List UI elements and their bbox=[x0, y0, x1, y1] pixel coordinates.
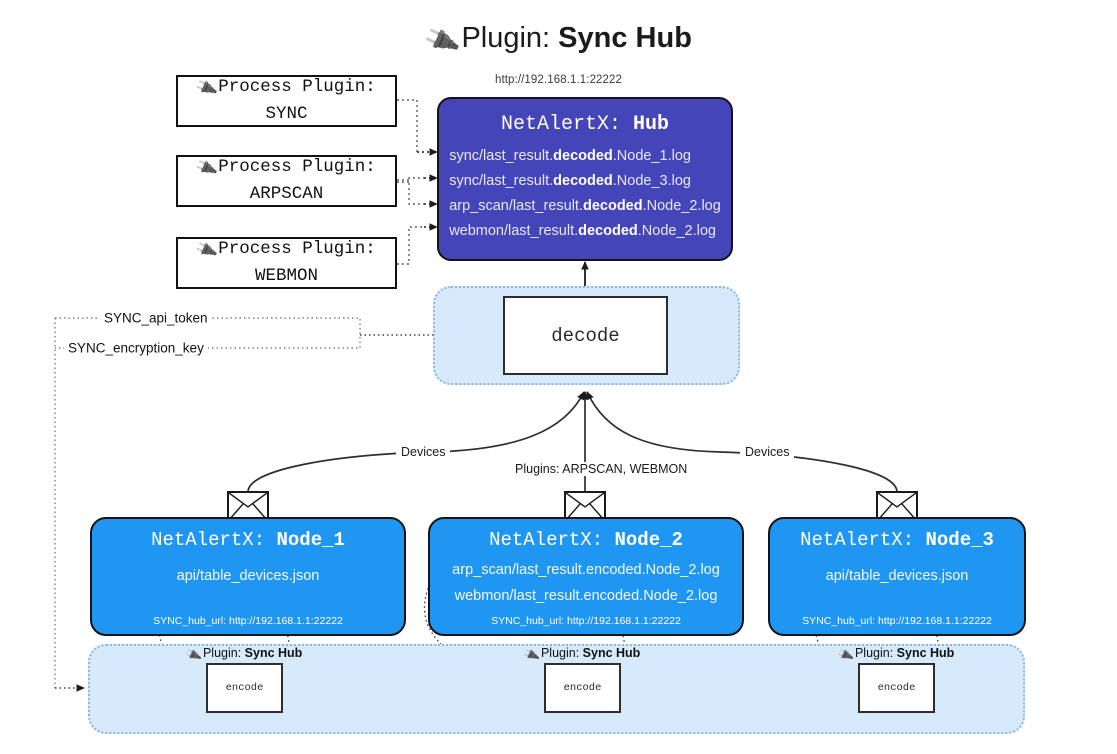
node-title: NetAlertX: Node_3 bbox=[800, 529, 994, 551]
node-line-list: arp_scan/last_result.encoded.Node_2.log … bbox=[452, 557, 720, 609]
process-plugin-box-sync[interactable]: 🔌Process Plugin: SYNC bbox=[176, 75, 397, 127]
node-footer: SYNC_hub_url: http://192.168.1.1:22222 bbox=[802, 615, 992, 627]
node-line-list: api/table_devices.json bbox=[826, 563, 969, 589]
hub-log-line: sync/last_result.decoded.Node_1.log bbox=[449, 148, 691, 164]
plug-icon: 🔌 bbox=[194, 239, 220, 263]
node-line: api/table_devices.json bbox=[176, 568, 320, 584]
plug-icon: 🔌 bbox=[420, 20, 462, 60]
node-box-2[interactable]: NetAlertX: Node_2 arp_scan/last_result.e… bbox=[428, 517, 744, 636]
process-plugin-box-webmon[interactable]: 🔌Process Plugin: WEBMON bbox=[176, 237, 397, 289]
node-footer: SYNC_hub_url: http://192.168.1.1:22222 bbox=[153, 615, 343, 627]
process-plugin-name: SYNC bbox=[265, 104, 308, 124]
encode-zone-label-1: 🔌Plugin: Sync Hub bbox=[184, 645, 303, 665]
encode-zone-label-2: 🔌Plugin: Sync Hub bbox=[522, 645, 641, 665]
node-line-list: api/table_devices.json bbox=[177, 563, 320, 589]
plug-icon: 🔌 bbox=[184, 645, 203, 665]
hub-url-label: http://192.168.1.1:22222 bbox=[494, 74, 623, 86]
plug-icon: 🔌 bbox=[836, 645, 855, 665]
envelope-icon bbox=[564, 491, 606, 522]
node-title: NetAlertX: Node_2 bbox=[489, 529, 683, 551]
page-title-prefix: Plugin: bbox=[461, 22, 559, 54]
plug-icon: 🔌 bbox=[522, 645, 541, 665]
node-title: NetAlertX: Node_1 bbox=[151, 529, 345, 551]
devices-label-right: Devices bbox=[740, 445, 795, 459]
encode-box-1[interactable]: encode bbox=[206, 663, 283, 713]
process-plugin-label: 🔌Process Plugin: bbox=[194, 155, 376, 182]
sync-api-token-label: SYNC_api_token bbox=[100, 310, 212, 326]
process-plugin-name: WEBMON bbox=[254, 266, 318, 286]
hub-title: NetAlertX: Hub bbox=[500, 113, 670, 136]
process-plugin-box-arpscan[interactable]: 🔌Process Plugin: ARPSCAN bbox=[176, 155, 397, 207]
node-box-3[interactable]: NetAlertX: Node_3 api/table_devices.json… bbox=[768, 517, 1026, 636]
hub-log-line: sync/last_result.decoded.Node_3.log bbox=[449, 173, 691, 189]
encode-box-3[interactable]: encode bbox=[858, 663, 935, 713]
encode-zone-label-3: 🔌Plugin: Sync Hub bbox=[836, 645, 955, 665]
decode-box[interactable]: decode bbox=[503, 296, 668, 375]
page-title-name: Sync Hub bbox=[558, 22, 692, 54]
page-title: 🔌Plugin: Sync Hub bbox=[0, 18, 1117, 60]
node-footer: SYNC_hub_url: http://192.168.1.1:22222 bbox=[491, 615, 681, 627]
node-box-1[interactable]: NetAlertX: Node_1 api/table_devices.json… bbox=[90, 517, 406, 636]
plugins-label-center: Plugins: ARPSCAN, WEBMON bbox=[510, 462, 693, 476]
encode-box-2[interactable]: encode bbox=[544, 663, 621, 713]
process-plugin-name: ARPSCAN bbox=[249, 184, 324, 204]
hub-log-line: arp_scan/last_result.decoded.Node_2.log bbox=[449, 198, 721, 214]
hub-log-line: webmon/last_result.decoded.Node_2.log bbox=[449, 223, 716, 239]
process-plugin-label: 🔌Process Plugin: bbox=[194, 75, 376, 102]
devices-label-left: Devices bbox=[396, 445, 451, 459]
sync-encryption-key-label: SYNC_encryption_key bbox=[64, 340, 208, 356]
node-line: webmon/last_result.encoded.Node_2.log bbox=[454, 588, 718, 604]
plug-icon: 🔌 bbox=[194, 157, 220, 181]
hub-log-list: sync/last_result.decoded.Node_1.log sync… bbox=[449, 144, 721, 244]
hub-box[interactable]: NetAlertX: Hub sync/last_result.decoded.… bbox=[437, 97, 733, 261]
node-line: api/table_devices.json bbox=[825, 568, 969, 584]
process-plugin-label: 🔌Process Plugin: bbox=[194, 237, 376, 264]
plug-icon: 🔌 bbox=[194, 77, 220, 101]
node-line: arp_scan/last_result.encoded.Node_2.log bbox=[452, 562, 720, 578]
